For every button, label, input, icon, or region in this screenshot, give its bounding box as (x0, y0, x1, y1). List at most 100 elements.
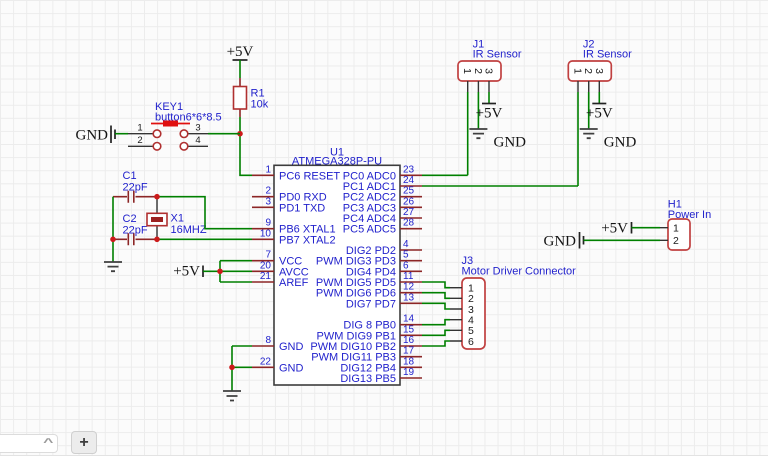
earth-ground-j2[interactable] (579, 128, 598, 140)
wire-reset-net[interactable] (239, 60, 252, 177)
c1-plates[interactable] (127, 190, 135, 203)
key1-contact[interactable] (152, 129, 162, 139)
net-label-gnd-j2[interactable]: GND (604, 135, 637, 151)
j1-refdes[interactable]: J1 (473, 38, 485, 50)
wire-dig5-j3[interactable] (422, 281, 450, 289)
c1-value[interactable]: 22pF (123, 181, 148, 193)
u1-pin-name: DIG13 PB5 (340, 373, 396, 385)
j1-value[interactable]: IR Sensor (473, 49, 522, 61)
j1-body[interactable] (457, 60, 502, 82)
x1-refdes[interactable]: X1 (171, 213, 184, 225)
c1-refdes[interactable]: C1 (123, 170, 137, 182)
u1-pin-number: 15 (403, 324, 415, 335)
key1-contact[interactable] (152, 141, 162, 151)
zoom-in-button[interactable]: + (71, 431, 97, 454)
junction-vcc[interactable] (217, 268, 223, 275)
j2-value[interactable]: IR Sensor (583, 49, 632, 61)
c2-plates[interactable] (127, 233, 135, 246)
u1-pin-name: PD0 RXD (279, 192, 327, 204)
key1-contact[interactable] (179, 141, 189, 151)
wire-dig8-j3[interactable] (422, 318, 450, 326)
gnd-flag-key1[interactable] (110, 125, 116, 144)
r1-body[interactable] (232, 85, 248, 110)
j1-wires[interactable] (466, 92, 490, 176)
junction-chip-gnd[interactable] (229, 364, 235, 371)
net-label-5v-r1[interactable]: +5V (227, 44, 254, 60)
wire-dig6-j3[interactable] (422, 291, 450, 300)
net-label-gnd-key1[interactable]: GND (76, 128, 109, 144)
bottom-bar (0, 455, 768, 463)
u1-pin-number: 24 (403, 175, 415, 186)
key1-contact[interactable] (179, 129, 189, 139)
u1-refdes[interactable]: U1 (330, 146, 344, 158)
h1-value[interactable]: Power In (668, 209, 711, 221)
wire-dig10-j3[interactable] (422, 340, 450, 347)
j3-refdes[interactable]: J3 (462, 255, 474, 267)
u1-body[interactable] (273, 164, 401, 386)
wire-chip-gnd[interactable] (231, 345, 252, 391)
junction-xtal2[interactable] (154, 236, 160, 243)
wire-dig9-j3[interactable] (422, 329, 450, 337)
h1-pin-number: 1 (673, 222, 679, 234)
wire-xtal1[interactable] (157, 195, 252, 230)
j3-pin-stubs[interactable] (450, 287, 462, 342)
j2-pin-number: 2 (582, 68, 594, 74)
u1-pin-name: PC4 ADC4 (343, 213, 396, 225)
j1-pin-number: 3 (483, 68, 495, 74)
wire-dig7-j3[interactable] (422, 302, 450, 310)
u1-pin-name: PC1 ADC1 (343, 181, 396, 193)
j3-body[interactable] (461, 277, 486, 350)
u1-pin-name: PC6 RESET (279, 170, 340, 182)
h1-body[interactable] (667, 218, 691, 251)
r1-value[interactable]: 10k (251, 99, 269, 111)
key1-refdes[interactable]: KEY1 (155, 101, 183, 113)
u1-value[interactable]: ATMEGA328P-PU (292, 155, 382, 167)
h1-refdes[interactable]: H1 (668, 199, 682, 211)
wire-vcc-net[interactable] (203, 259, 252, 283)
u1-pin-number: 21 (260, 271, 272, 282)
key1-pin-lines[interactable] (128, 133, 208, 147)
key1-actuator-cap[interactable] (163, 120, 178, 127)
u1-left-pin-stubs[interactable] (252, 174, 274, 369)
net-label-5v-j1[interactable]: +5V (476, 106, 503, 122)
net-label-gnd-j1[interactable]: GND (494, 135, 527, 151)
j2-body[interactable] (567, 60, 613, 82)
net-label-5v-h1[interactable]: +5V (601, 221, 628, 237)
junction-xtal1[interactable] (154, 193, 160, 200)
j1-pin-number: 1 (461, 68, 473, 74)
r1-refdes[interactable]: R1 (251, 88, 265, 100)
u1-pin-name: AREF (279, 277, 309, 289)
u1-right-pin-stubs[interactable] (400, 174, 422, 379)
gnd-flag-h1[interactable] (578, 232, 585, 249)
earth-ground-j1[interactable] (469, 128, 488, 140)
x1-value[interactable]: 16MHZ (171, 224, 207, 236)
j2-pin-stubs[interactable] (577, 81, 600, 92)
h1-pin-stubs[interactable] (660, 227, 668, 241)
earth-ground-chip[interactable] (223, 390, 241, 402)
u1-pin-number: 5 (403, 250, 409, 261)
j2-refdes[interactable]: J2 (583, 38, 595, 50)
u1-pin-name: PWM DIG6 PD6 (316, 288, 396, 300)
earth-ground-caps[interactable] (104, 261, 122, 273)
j3-value[interactable]: Motor Driver Connector (462, 266, 577, 278)
collapsed-panel-bar[interactable]: ^ (0, 434, 58, 453)
net-label-gnd-h1[interactable]: GND (544, 233, 577, 249)
c2-value[interactable]: 22pF (123, 224, 148, 236)
junction-cap-gnd[interactable] (110, 236, 116, 243)
u1-pin-name: DIG2 PD2 (346, 245, 396, 257)
j1-pin-stubs[interactable] (467, 81, 490, 92)
key1-pin-number: 4 (195, 135, 200, 146)
net-label-5v-vcc[interactable]: +5V (173, 264, 200, 280)
h1-pin-number: 2 (673, 235, 679, 247)
expand-panel-chevron-icon[interactable]: ^ (42, 437, 53, 449)
net-label-5v-j2[interactable]: +5V (586, 106, 613, 122)
u1-pin-number: 16 (403, 335, 415, 346)
u1-pin-number: 12 (403, 282, 415, 293)
key1-pin-number: 3 (195, 123, 200, 134)
j2-wires[interactable] (577, 92, 601, 186)
u1-pin-number: 26 (403, 196, 415, 207)
c2-refdes[interactable]: C2 (123, 213, 137, 225)
j3-pin-number: 1 (468, 283, 474, 295)
